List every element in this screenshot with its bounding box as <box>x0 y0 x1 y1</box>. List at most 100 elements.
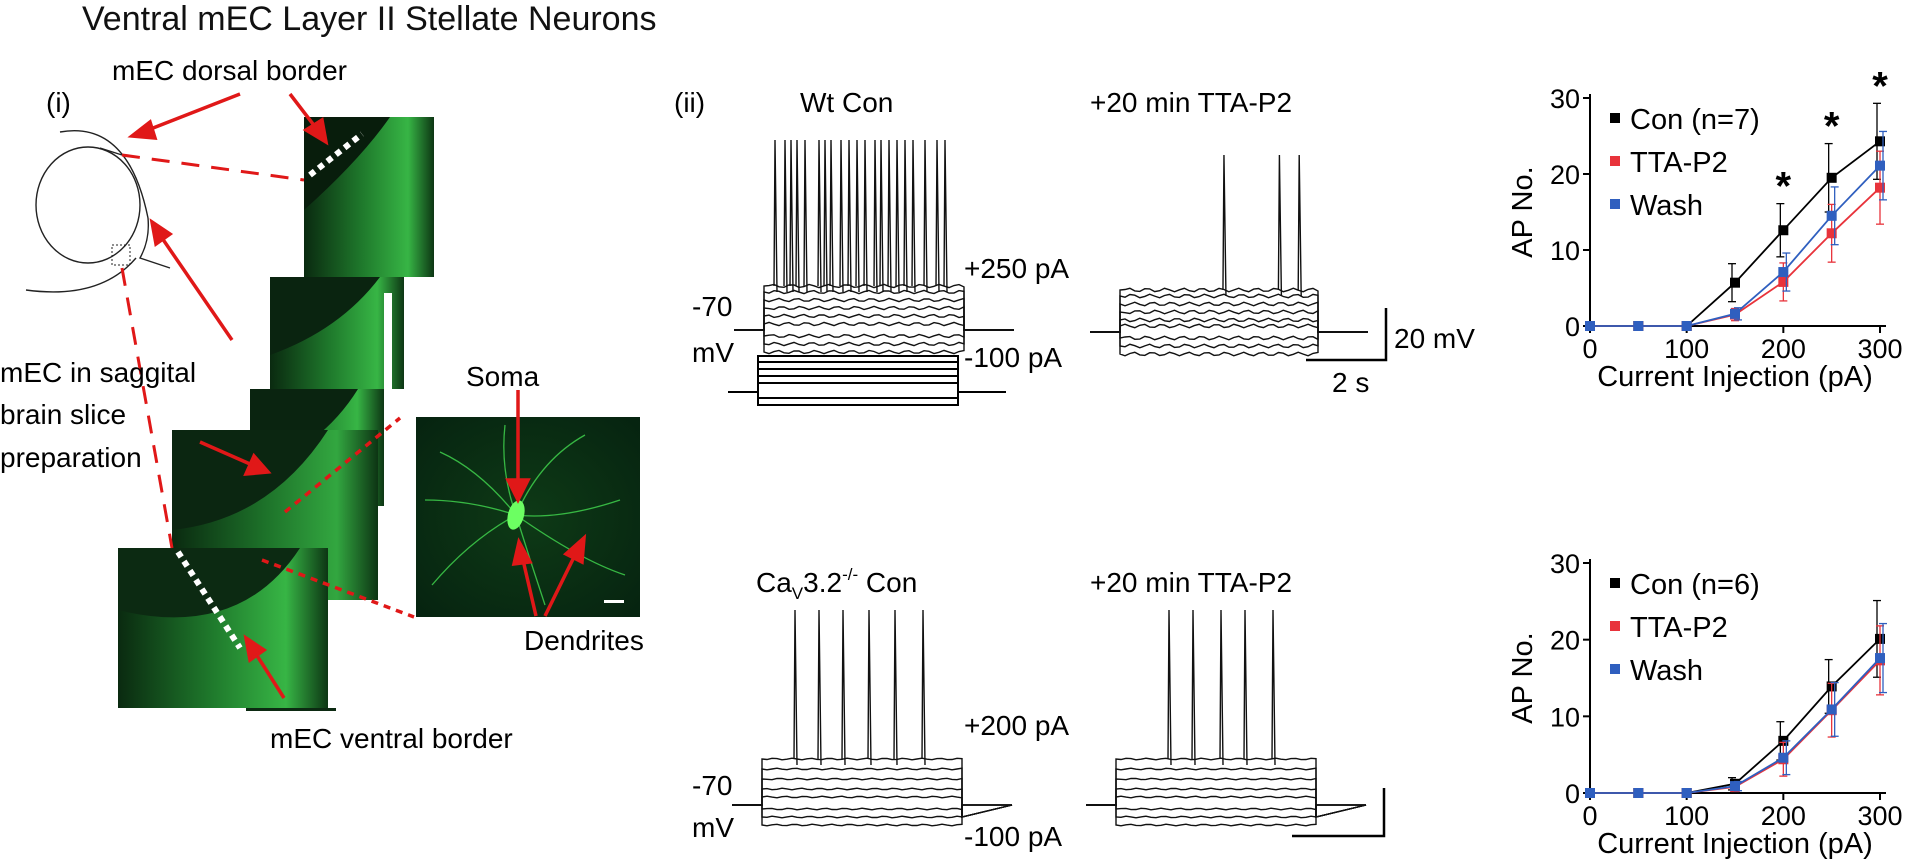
trace-sweep <box>1090 293 1368 333</box>
action-potential <box>935 139 940 293</box>
significance-marker: * <box>1776 165 1792 209</box>
significance-marker: * <box>1824 105 1840 149</box>
action-potential <box>817 139 822 293</box>
action-potential <box>1167 609 1172 766</box>
significance-marker: * <box>1872 64 1888 108</box>
action-potential <box>847 139 852 293</box>
action-potential <box>829 139 834 293</box>
data-point <box>1633 321 1644 331</box>
action-potential <box>1219 609 1224 766</box>
trace-sweep <box>732 795 1013 818</box>
action-potential <box>841 609 846 766</box>
trace-sweep <box>1086 787 1367 818</box>
trace-sweep <box>734 329 1014 347</box>
action-potential <box>855 139 860 293</box>
data-point <box>1875 136 1885 147</box>
x-tick-label: 100 <box>1664 334 1709 364</box>
legend-marker <box>1610 621 1620 631</box>
trace-sweep <box>734 329 1014 339</box>
top-vrest-unit: mV <box>692 337 734 368</box>
trace-sweep <box>734 297 1014 331</box>
trace-title-wt-con: Wt Con <box>800 87 893 118</box>
legend-label: Con (n=7) <box>1630 104 1760 136</box>
data-point <box>1826 228 1837 239</box>
action-potential <box>893 609 898 766</box>
data-point <box>1585 788 1595 798</box>
scale-bars <box>1292 308 1388 838</box>
top-vrest-value: -70 <box>692 291 732 322</box>
action-potential <box>895 139 900 293</box>
legend-marker <box>1610 664 1620 674</box>
legend-label: Wash <box>1630 190 1703 222</box>
x-tick-label: 100 <box>1664 801 1709 831</box>
trace-wt-tta <box>1090 154 1368 357</box>
trace-sweep <box>732 767 1013 818</box>
y-tick-label: 10 <box>1550 236 1580 266</box>
action-potential <box>903 139 908 293</box>
legend-marker <box>1610 113 1620 123</box>
action-potential <box>1243 609 1248 766</box>
x-tick-label: 0 <box>1582 801 1597 831</box>
x-axis-label: Current Injection (pA) <box>1597 361 1873 393</box>
y-tick-label: 20 <box>1550 626 1580 656</box>
action-potential <box>1271 609 1276 766</box>
trace-sweep <box>734 321 1014 331</box>
action-potential <box>887 139 892 293</box>
trace-sweep <box>1086 767 1367 818</box>
data-point <box>1875 160 1885 171</box>
trace-cav-con <box>732 609 1013 827</box>
data-point <box>1875 653 1885 664</box>
slice-label-line1: mEC in saggital <box>0 357 196 388</box>
slice-micrograph <box>118 117 434 711</box>
legend-label: Con (n=6) <box>1630 569 1760 601</box>
y-tick-label: 20 <box>1550 160 1580 190</box>
trace-title-wt-tta: +20 min TTA-P2 <box>1090 87 1292 118</box>
data-point <box>1681 788 1692 798</box>
x-tick-label: 300 <box>1857 801 1902 831</box>
action-potential <box>879 139 884 293</box>
dorsal-border-label: mEC dorsal border <box>112 55 347 86</box>
bottom-vrest-value: -70 <box>692 770 732 801</box>
y-tick-label: 0 <box>1565 779 1580 809</box>
trace-sweep <box>734 313 1014 331</box>
data-point <box>1730 277 1740 288</box>
action-potential <box>773 139 778 293</box>
action-potential <box>795 139 800 293</box>
scale-time-label: 2 s <box>1332 367 1369 398</box>
trace-sweep <box>1090 287 1368 333</box>
action-potential <box>911 139 916 293</box>
bottom-vrest-unit: mV <box>692 812 734 843</box>
data-point <box>1778 267 1789 278</box>
panel-ii: (ii) Wt Con +20 min TTA-P2 +20 min TTA-P… <box>674 87 1475 852</box>
data-point <box>1778 276 1789 287</box>
x-tick-label: 0 <box>1582 334 1597 364</box>
trace-sweep <box>1086 804 1366 827</box>
data-point <box>1633 788 1644 798</box>
trace-sweep <box>732 757 1013 818</box>
data-point <box>1730 308 1740 319</box>
trace-sweep <box>1090 309 1368 333</box>
action-potential <box>873 139 878 293</box>
stimulus-protocol <box>728 355 1006 406</box>
trace-sweep <box>1090 331 1368 341</box>
top-max-current: +250 pA <box>964 253 1069 284</box>
action-potential <box>867 609 872 766</box>
trace-sweep <box>1086 757 1367 818</box>
trace-sweep <box>1090 331 1368 349</box>
action-potential <box>789 139 794 293</box>
trace-sweep <box>734 329 1014 355</box>
trace-sweep <box>732 804 1012 819</box>
action-potential <box>1191 609 1196 766</box>
trace-sweep <box>1086 804 1366 811</box>
data-point <box>1585 321 1595 331</box>
figure-title: Ventral mEC Layer II Stellate Neurons <box>82 0 657 38</box>
action-potential <box>1297 154 1302 297</box>
action-potential <box>863 139 868 293</box>
trace-title-cav-con: CaV3.2-/- Con <box>756 565 917 603</box>
trace-sweep <box>732 777 1013 818</box>
bottom-max-current: +200 pA <box>964 710 1069 741</box>
panel-i: (i) <box>0 55 644 754</box>
trace-sweep <box>1090 301 1368 333</box>
